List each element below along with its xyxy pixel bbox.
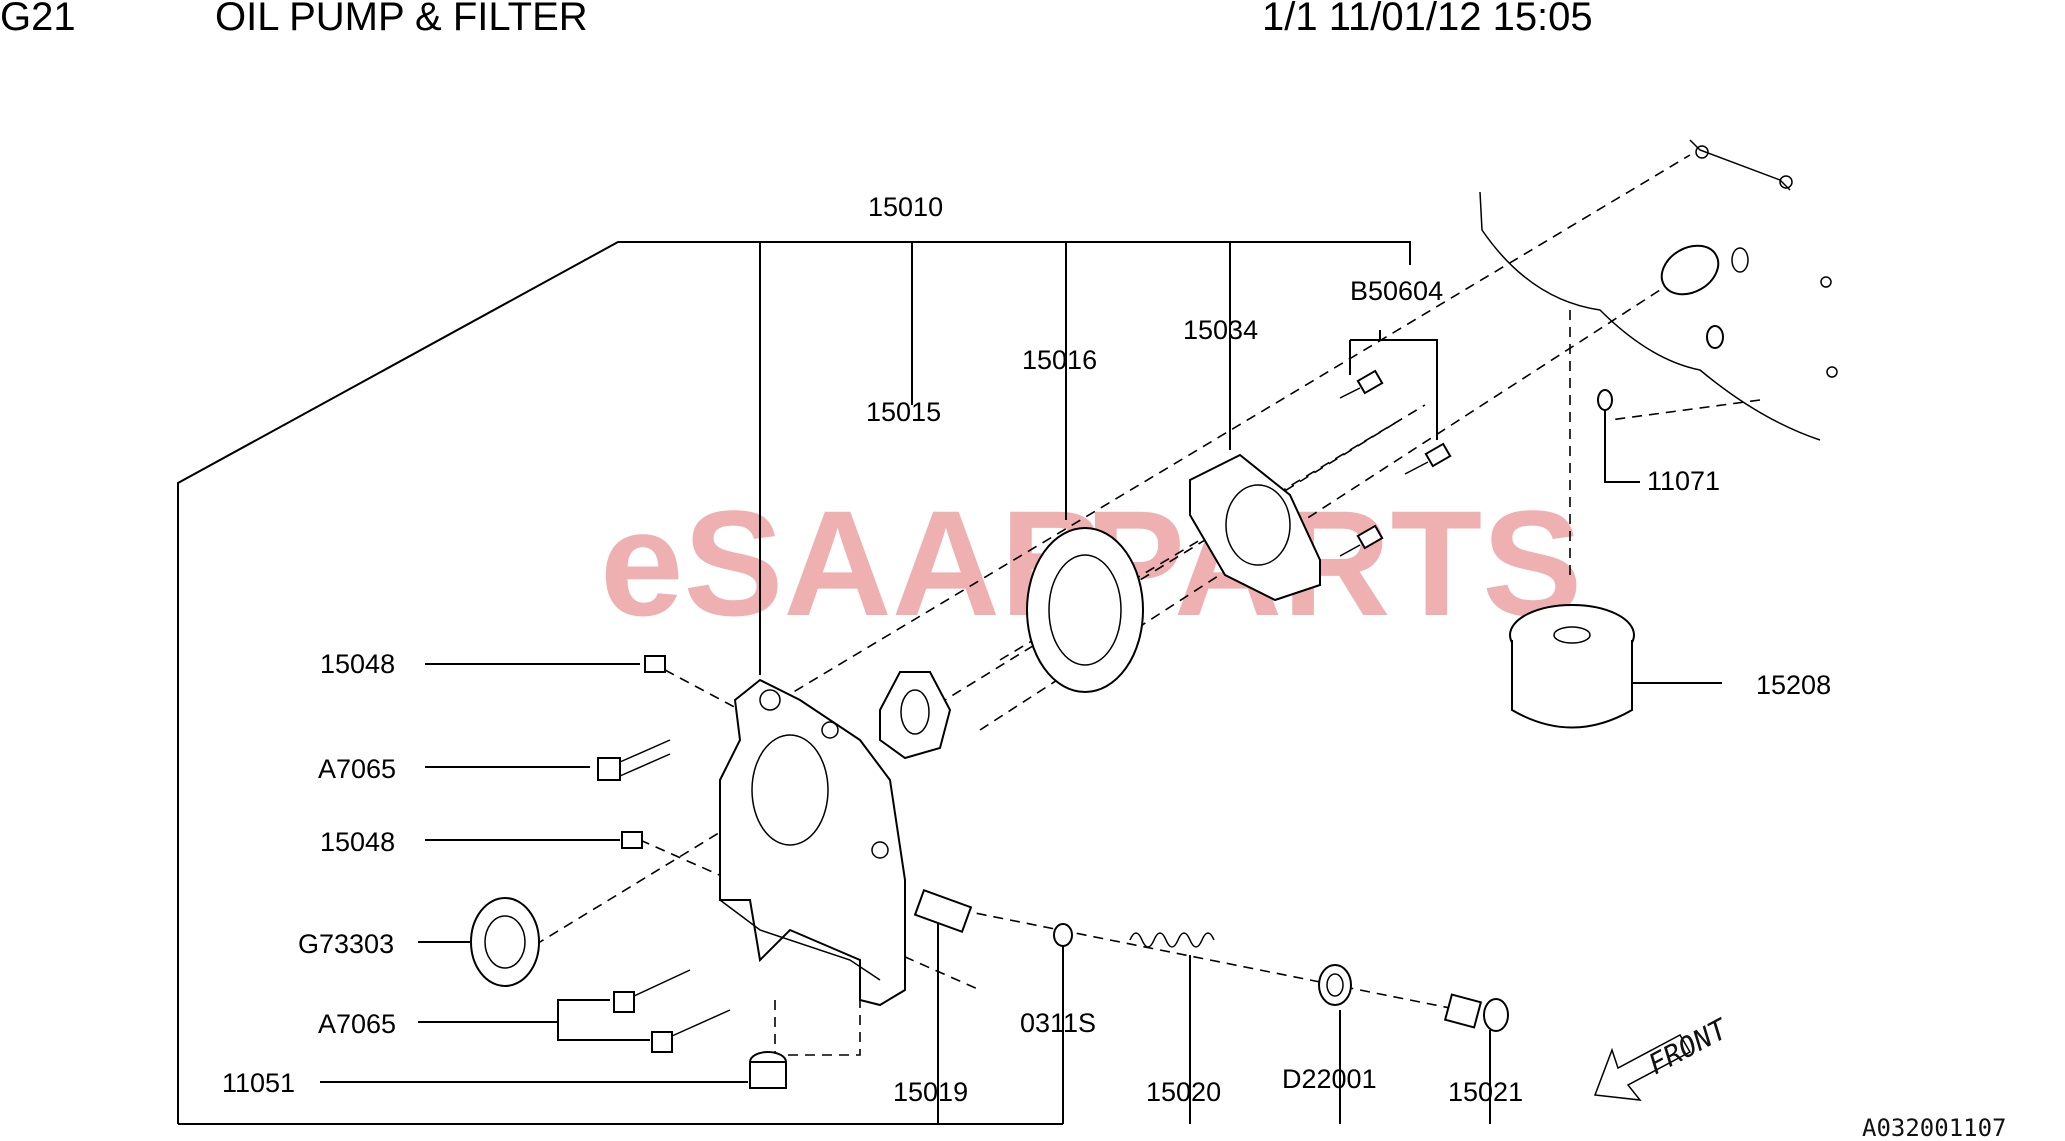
part-keys-15048 <box>621 655 666 849</box>
label-15208: 15208 <box>1756 670 1831 700</box>
label-11071: 11071 <box>1647 466 1720 496</box>
label-15016: 15016 <box>1022 345 1097 375</box>
part-relief-valve-15019 <box>913 888 973 934</box>
label-15019: 15019 <box>893 1077 968 1107</box>
label-11051: 11051 <box>222 1068 295 1098</box>
part-oil-filter-15208 <box>1509 604 1635 729</box>
label-0311s: 0311S <box>1020 1008 1096 1038</box>
watermark-suffix: PARTS <box>1085 479 1582 647</box>
part-engine-block-edge <box>1479 139 1838 441</box>
label-a7065-upper: A7065 <box>318 754 396 784</box>
watermark: eSAAB PARTS <box>600 479 1582 647</box>
part-number-labels: 15010 B50604 15034 15016 15015 11071 150… <box>222 192 1831 1107</box>
label-15010: 15010 <box>868 192 943 222</box>
reference-code: A032001107 <box>1862 1114 2007 1141</box>
diagram-title: OIL PUMP & FILTER <box>215 0 588 39</box>
part-bolt-a7065-upper <box>597 739 671 781</box>
label-d22001: D22001 <box>1282 1064 1377 1094</box>
assembly-axes <box>534 154 1761 1056</box>
part-gasket-d22001 <box>1318 964 1352 1006</box>
part-outer-rotor-15016 <box>1026 527 1144 693</box>
part-bolts-a7065-lower <box>613 969 731 1053</box>
part-spring-15020 <box>1129 932 1215 948</box>
part-dowel-pins <box>1597 244 1749 411</box>
part-washer-0311s <box>1053 923 1073 947</box>
part-plug-15021 <box>1443 993 1509 1032</box>
front-direction-indicator: FRONT <box>1593 1011 1735 1101</box>
part-bolts-b50604 <box>1339 369 1452 557</box>
front-label: FRONT <box>1643 1011 1735 1081</box>
label-15034: 15034 <box>1183 315 1258 345</box>
watermark-prefix: eSAAB <box>600 479 1108 647</box>
label-15021: 15021 <box>1448 1077 1523 1107</box>
label-a7065-lower: A7065 <box>318 1009 396 1039</box>
label-15048-lower: 15048 <box>320 827 395 857</box>
part-pump-housing <box>719 678 906 1007</box>
label-15015: 15015 <box>866 397 941 427</box>
part-pump-cover-15034 <box>1189 453 1321 602</box>
leader-lines <box>320 405 1722 1083</box>
part-plug-11051 <box>749 1051 787 1089</box>
page-info: 1/1 11/01/12 15:05 <box>1262 0 1593 39</box>
label-15020: 15020 <box>1146 1077 1221 1107</box>
callout-frame <box>177 241 1491 1125</box>
label-g73303: G73303 <box>298 929 394 959</box>
diagram-code: G21 <box>0 0 76 39</box>
part-oil-seal-g73303 <box>470 897 540 987</box>
part-inner-rotor-15015 <box>879 671 952 760</box>
label-15048-upper: 15048 <box>320 649 395 679</box>
label-b50604: B50604 <box>1350 276 1443 306</box>
